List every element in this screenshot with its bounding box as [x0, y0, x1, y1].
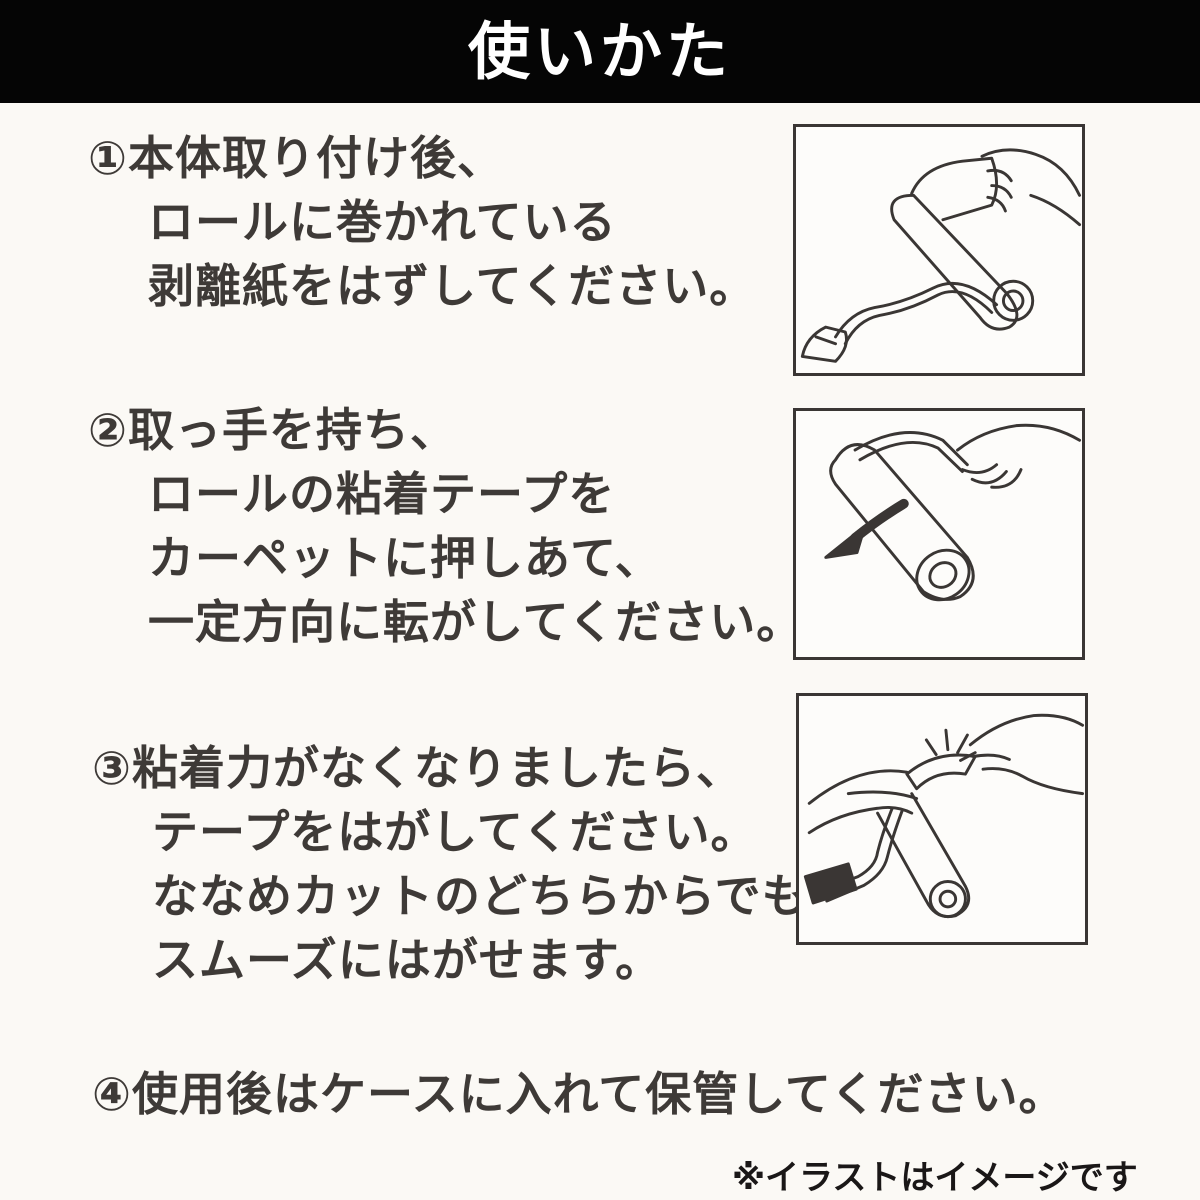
footnote: ※イラストはイメージです	[732, 1158, 1138, 1198]
peel-tape-icon	[796, 693, 1088, 945]
step-2-line-3: カーペットに押しあて、	[148, 531, 662, 585]
step-3-line-3: ななめカットのどちらからでも	[152, 869, 809, 923]
step-3: ③粘着力がなくなりましたら、 テープをはがしてください。 ななめカットのどちらか…	[92, 736, 809, 992]
page-title: 使いかた	[467, 14, 732, 88]
step-2-line-1: ②取っ手を持ち、	[88, 403, 457, 457]
step-2: ②取っ手を持ち、 ロールの粘着テープを カーペットに押しあて、 一定方向に転がし…	[88, 398, 803, 654]
step-1-line-2: ロールに巻かれている	[148, 195, 617, 249]
step-1-line-3: 剥離紙をはずしてください。	[148, 259, 757, 313]
step-2-line-2: ロールの粘着テープを	[148, 467, 616, 521]
step-3-line-2: テープをはがしてください。	[152, 805, 758, 859]
step-3-line-4: スムーズにはがせます。	[152, 933, 663, 987]
step-2-line-4: 一定方向に転がしてください。	[148, 595, 804, 649]
step-1-line-1: ①本体取り付け後、	[88, 131, 504, 185]
step-1: ①本体取り付け後、 ロールに巻かれている 剥離紙をはずしてください。	[88, 126, 756, 318]
peel-release-paper-icon	[793, 124, 1085, 376]
roll-on-carpet-icon	[793, 408, 1085, 660]
step-4-line-1: ④使用後はケースに入れて保管してください。	[92, 1067, 1066, 1121]
step-3-line-1: ③粘着力がなくなりましたら、	[92, 741, 743, 795]
header-bar: 使いかた	[0, 0, 1200, 103]
step-4: ④使用後はケースに入れて保管してください。	[92, 1062, 1066, 1126]
